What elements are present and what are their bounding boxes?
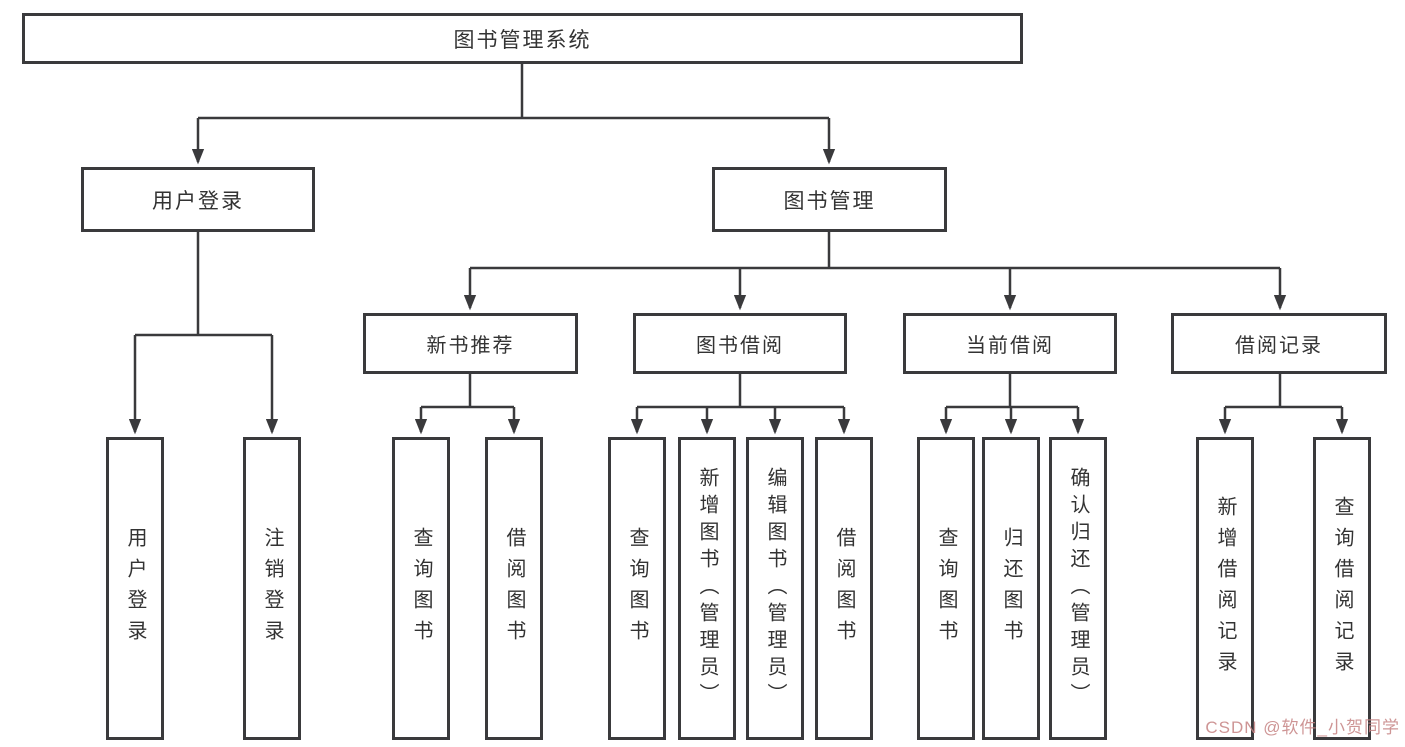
node-book-management: 图书管理: [712, 167, 947, 232]
leaf-query-books-borrow: 查询图书: [608, 437, 666, 740]
node-borrow-records: 借阅记录: [1171, 313, 1387, 374]
connector-group: [128, 64, 1349, 435]
leaf-confirm-return-admin: 确认归还（管理员）: [1049, 437, 1107, 740]
leaf-query-books-current: 查询图书: [917, 437, 975, 740]
csdn-watermark: CSDN @软件_小贺同学: [1205, 718, 1400, 737]
node-new-book-recommend: 新书推荐: [363, 313, 578, 374]
node-library-management-system: 图书管理系统: [22, 13, 1023, 64]
leaf-borrow-books: 借阅图书: [815, 437, 873, 740]
node-book-borrow: 图书借阅: [633, 313, 847, 374]
leaf-add-borrow-record: 新增借阅记录: [1196, 437, 1254, 740]
leaf-query-borrow-record: 查询借阅记录: [1313, 437, 1371, 740]
leaf-logout: 注销登录: [243, 437, 301, 740]
leaf-user-login: 用户登录: [106, 437, 164, 740]
node-user-login: 用户登录: [81, 167, 315, 232]
leaf-edit-books-admin: 编辑图书（管理员）: [746, 437, 804, 740]
leaf-query-books-recommend: 查询图书: [392, 437, 450, 740]
leaf-add-books-admin: 新增图书（管理员）: [678, 437, 736, 740]
leaf-return-books: 归还图书: [982, 437, 1040, 740]
leaf-borrow-books-recommend: 借阅图书: [485, 437, 543, 740]
node-current-borrow: 当前借阅: [903, 313, 1117, 374]
